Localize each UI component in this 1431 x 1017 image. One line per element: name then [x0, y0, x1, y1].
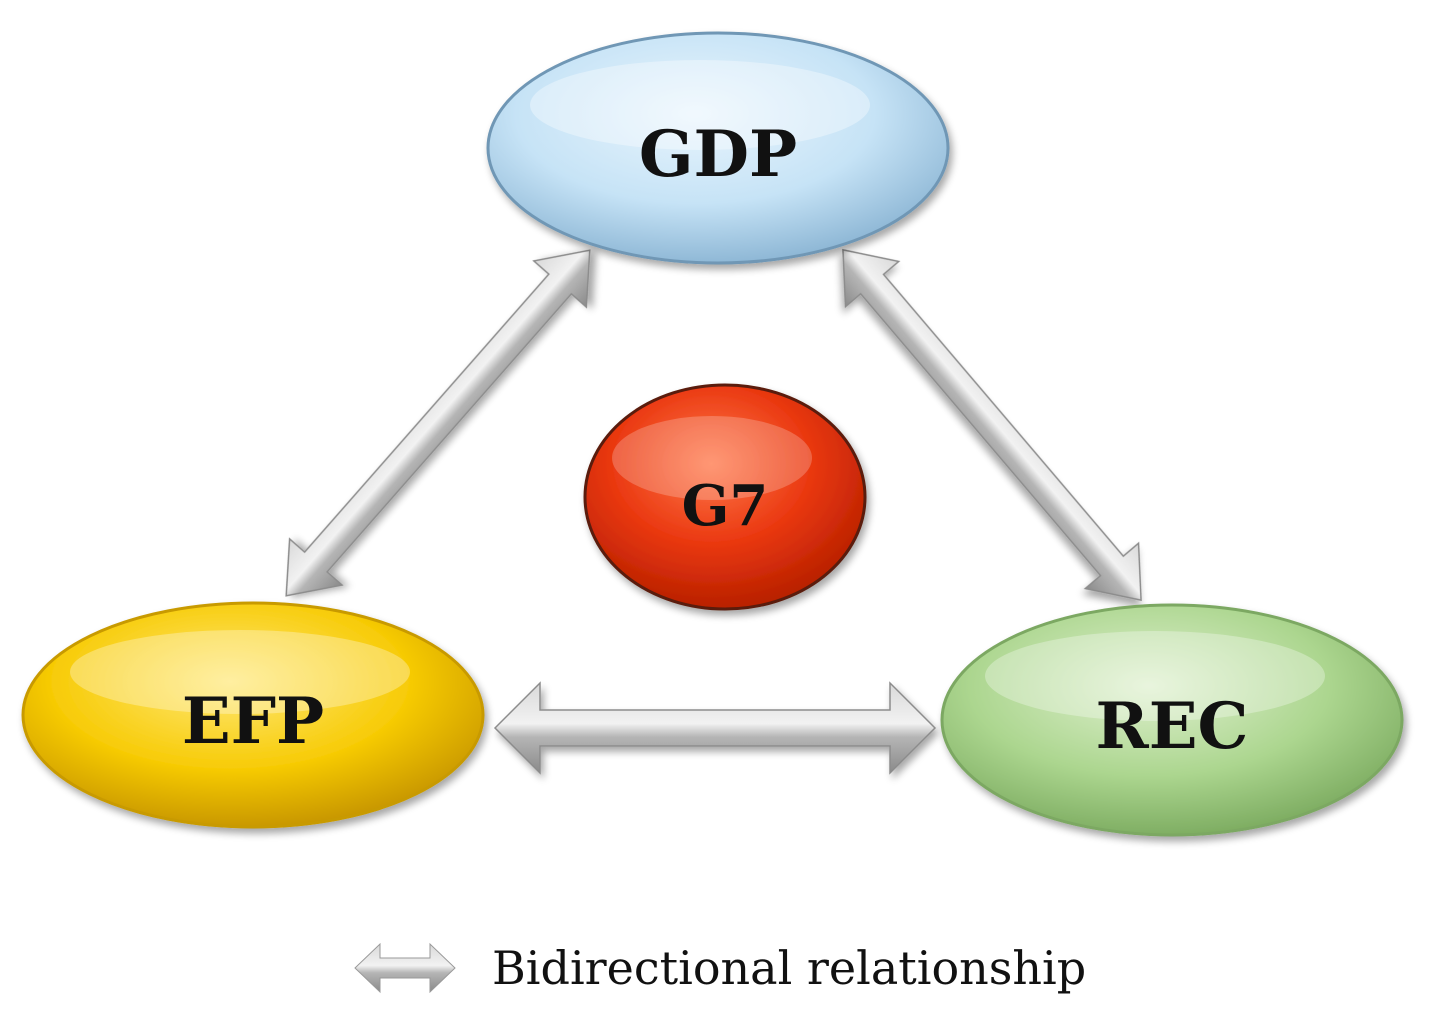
node-g7: G7	[583, 383, 867, 611]
arrow-efp-rec	[493, 681, 937, 775]
node-g7-label: G7	[682, 473, 769, 539]
node-rec-label: REC	[1096, 689, 1249, 764]
node-efp: EFP	[21, 601, 485, 829]
legend: Bidirectional relationship	[354, 941, 1086, 995]
node-efp-label: EFP	[182, 684, 324, 759]
legend-text: Bidirectional relationship	[492, 941, 1086, 995]
arrow-gdp-rec	[842, 248, 1142, 602]
double-arrow-icon	[354, 942, 456, 994]
arrow-gdp-efp	[285, 249, 591, 597]
node-rec: REC	[940, 603, 1404, 837]
node-gdp: GDP	[486, 31, 950, 265]
node-gdp-label: GDP	[639, 117, 797, 192]
